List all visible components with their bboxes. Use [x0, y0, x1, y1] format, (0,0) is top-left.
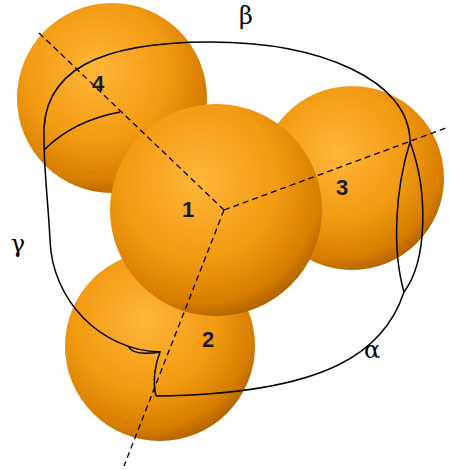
angle-label: γ: [11, 230, 25, 258]
sphere-number: 2: [202, 327, 214, 353]
angle-label: β: [239, 2, 253, 30]
sphere: 1: [110, 104, 322, 316]
sphere-number: 3: [336, 175, 348, 201]
sphere-shape: [110, 104, 322, 316]
angle-label: α: [364, 336, 380, 364]
sphere-number: 1: [182, 197, 194, 223]
sphere-number: 4: [92, 71, 104, 97]
